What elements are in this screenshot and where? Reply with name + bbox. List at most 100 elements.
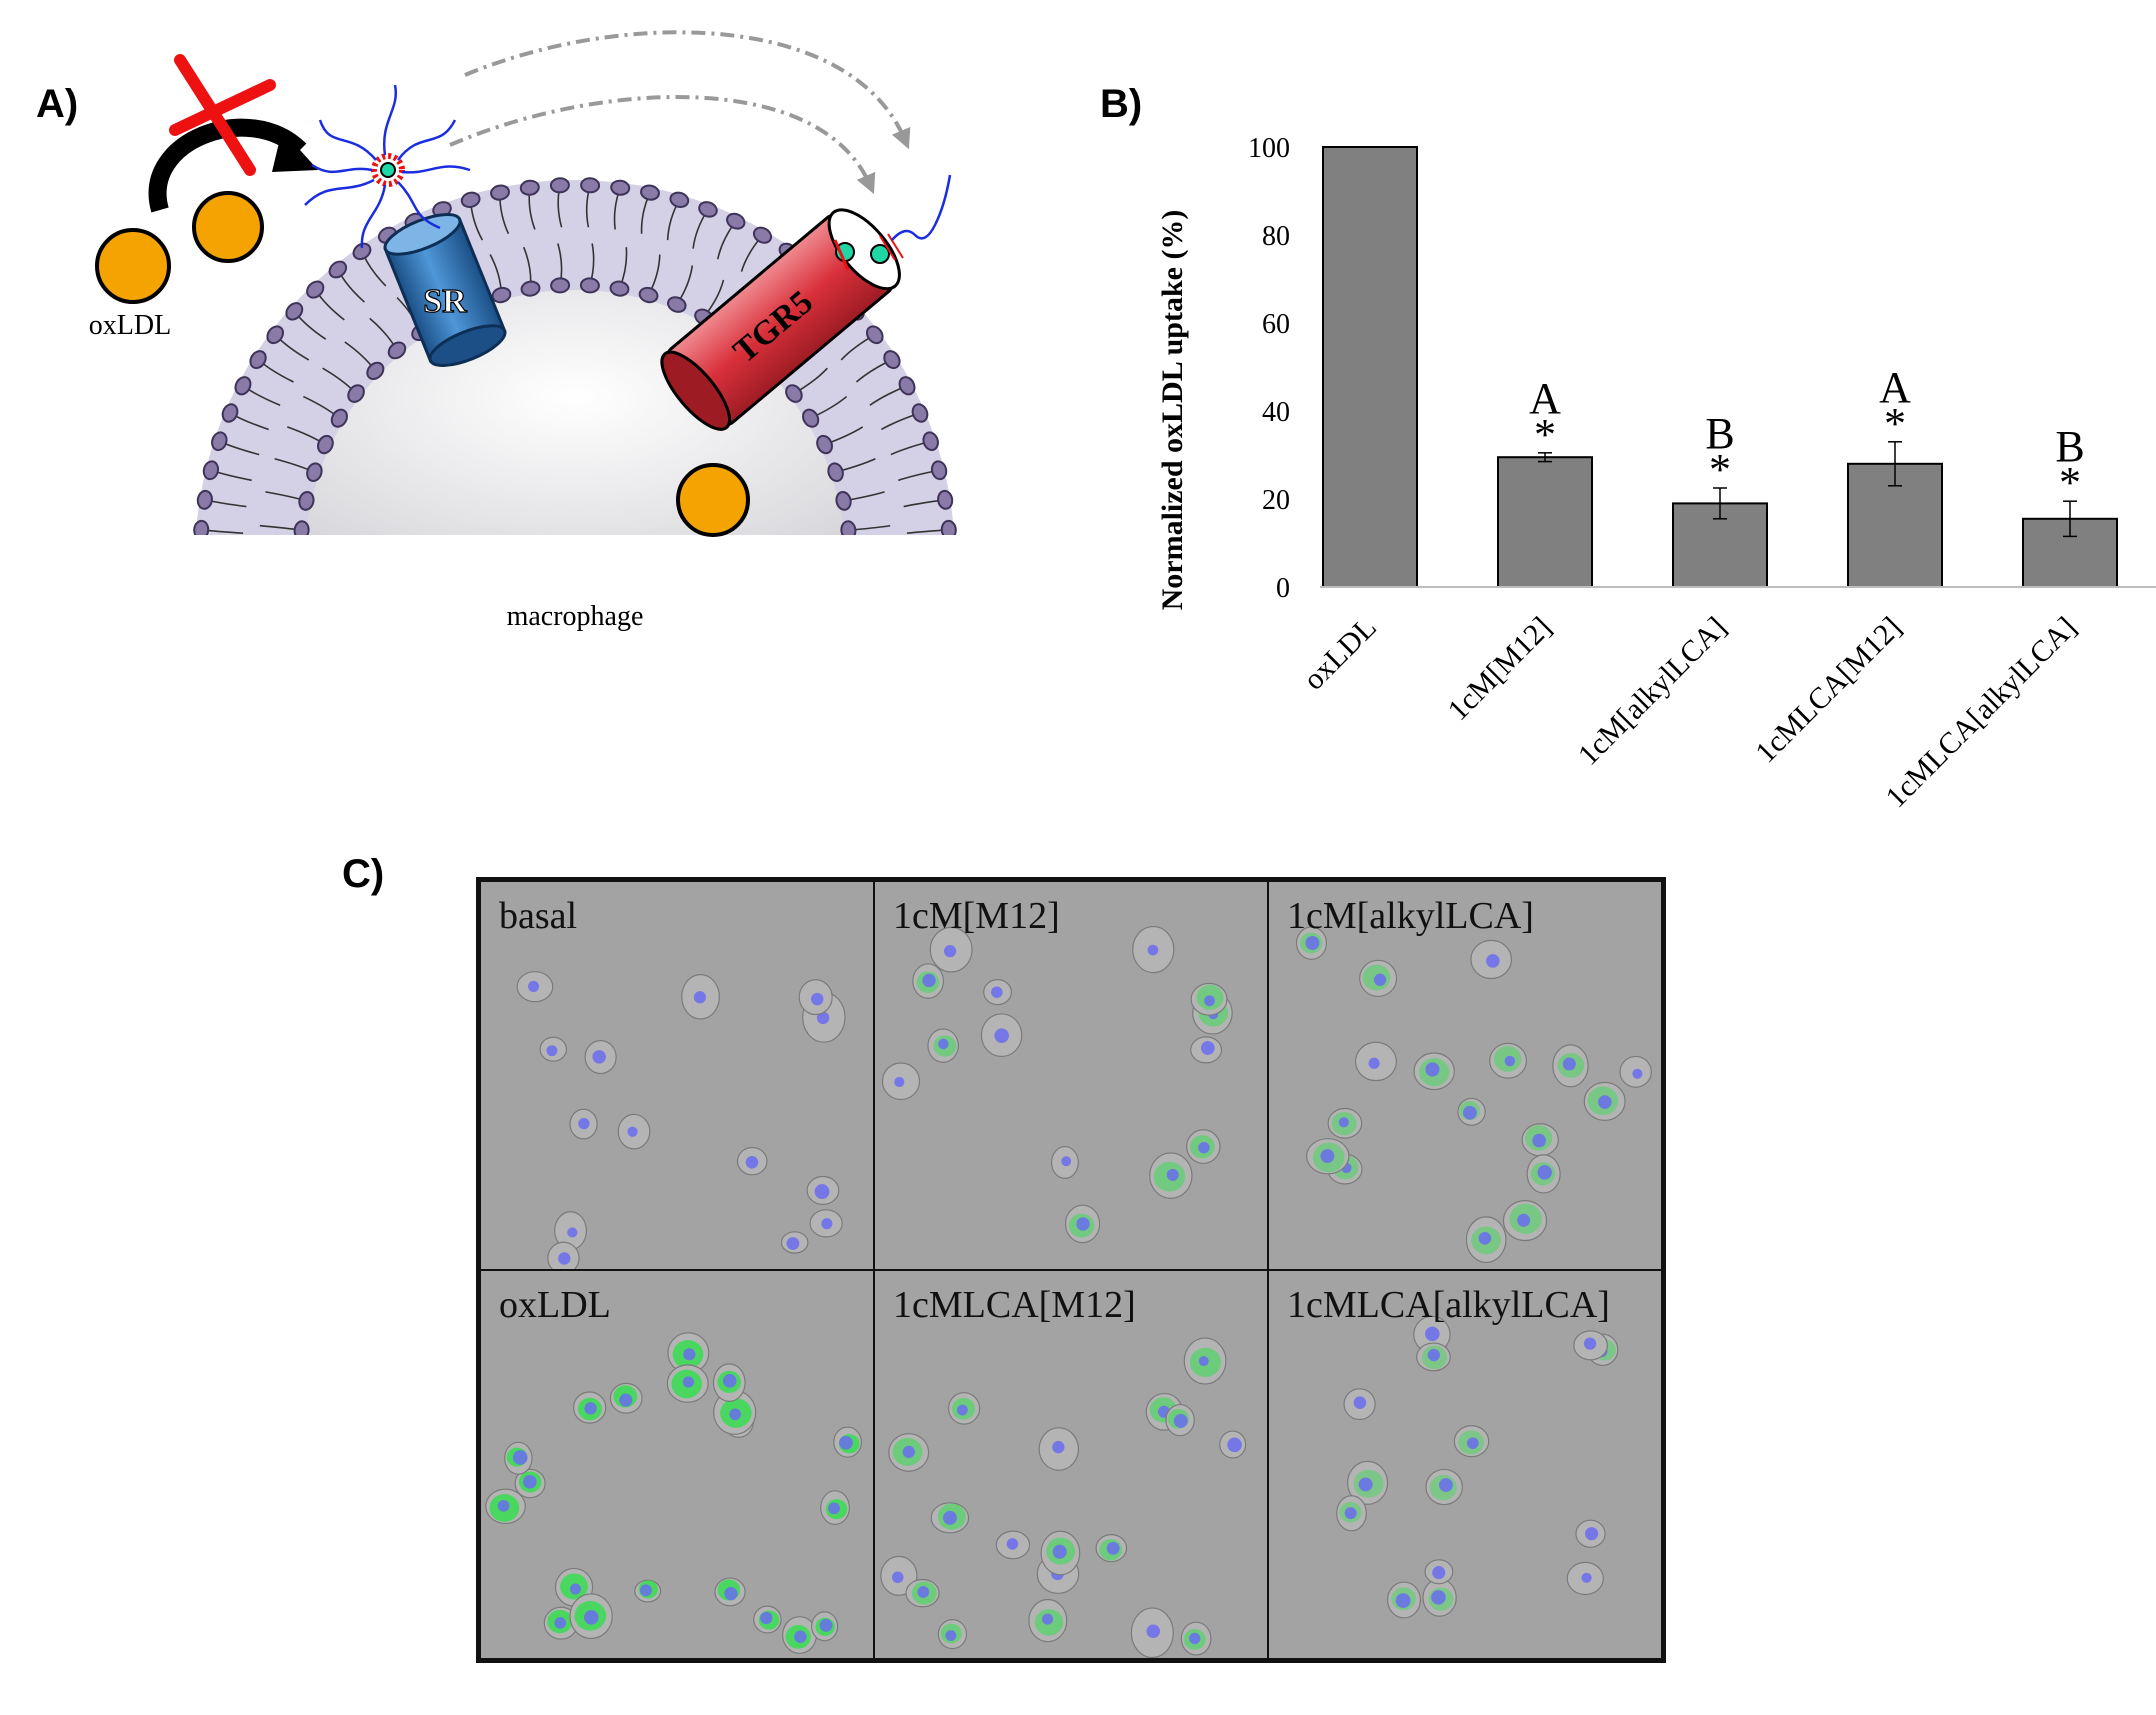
cell-icon	[995, 1530, 1031, 1560]
lipid-head	[328, 260, 348, 279]
significance-star: *	[1534, 410, 1556, 459]
lipid-head	[940, 519, 957, 535]
cell-icon	[782, 1616, 817, 1654]
cell-icon	[881, 1062, 921, 1101]
oxldl-particle-icon	[95, 191, 750, 537]
lipid-head	[550, 277, 571, 294]
bar-chart: Normalized oxLDL uptake (%) 020406080100…	[1156, 133, 2156, 814]
lipid-head	[930, 460, 948, 481]
cell-icon	[1552, 1044, 1589, 1088]
lipid-head	[519, 179, 540, 196]
cell-icon	[780, 1231, 809, 1254]
cell-icon	[806, 1175, 840, 1205]
cell-icon	[1526, 1154, 1561, 1194]
cell-icon	[543, 1606, 579, 1640]
lipid-head	[667, 296, 687, 313]
y-tick-label: 100	[1248, 133, 1290, 164]
cell-icon	[1521, 1123, 1559, 1157]
cell-icon	[1583, 1081, 1626, 1121]
blocked-arrow-icon	[148, 54, 318, 213]
lipid-head	[579, 277, 600, 294]
lipid-head	[387, 341, 407, 360]
y-tick-label: 0	[1276, 573, 1290, 604]
cell-icon	[714, 1577, 746, 1607]
panel-b-letter: B)	[1100, 82, 1143, 126]
transfer-arrow-icon	[449, 30, 911, 195]
cell-icon	[569, 1108, 598, 1140]
cell-icon	[1465, 1216, 1507, 1264]
lipid-head	[193, 519, 210, 535]
cell-icon	[905, 1578, 940, 1608]
lipid-head	[726, 212, 746, 230]
cell-icon	[1190, 1036, 1223, 1064]
cell-icon	[833, 1426, 863, 1458]
cell-icon	[1306, 1138, 1350, 1175]
lipid-head	[306, 462, 323, 483]
lipid-head	[785, 384, 803, 403]
cell-icon	[736, 1146, 768, 1176]
cell-icon	[1186, 1129, 1221, 1164]
lipid-head	[366, 361, 385, 380]
error-bar	[1538, 452, 1552, 463]
cell-icon	[809, 1209, 843, 1238]
cell-icon	[1336, 1495, 1367, 1532]
cell-icon	[547, 1241, 580, 1269]
micrograph-1cm-m12: 1cM[M12]	[875, 882, 1267, 1269]
significance-star: *	[1884, 399, 1906, 448]
cell-icon	[1347, 1460, 1389, 1505]
micrograph-label: 1cMLCA[alkylLCA]	[1287, 1284, 1610, 1326]
cell-image	[1295, 926, 1652, 1264]
cell-icon	[1457, 1097, 1486, 1126]
cell-icon	[1050, 1145, 1079, 1179]
lipid-head	[840, 520, 857, 535]
cell-icon	[1132, 925, 1175, 974]
micrograph-label: basal	[499, 895, 578, 937]
cell-icon	[820, 1490, 850, 1525]
lipid-head	[460, 191, 481, 208]
cell-icon	[1502, 1200, 1548, 1242]
lipid-head	[298, 490, 315, 511]
lipid-head	[249, 350, 267, 370]
cell-icon	[504, 1441, 533, 1475]
cell-icon	[947, 1392, 981, 1425]
cell-icon	[485, 1488, 526, 1525]
panel-a-schematic: SR TGR5 oxLDL macrophage	[89, 30, 957, 632]
micrograph-1cmlca-m12: 1cMLCA[M12]	[875, 1271, 1267, 1658]
scavenger-receptor-icon	[383, 213, 507, 367]
lipid-head	[347, 384, 365, 403]
micrograph-1cmlca-alkyllca: 1cMLCA[alkylLCA]	[1269, 1271, 1661, 1658]
y-tick-label: 60	[1262, 309, 1290, 340]
lipid-head	[234, 376, 252, 396]
micrograph-basal: basal	[481, 882, 873, 1269]
cell-icon	[980, 1013, 1023, 1058]
micelle-icon	[304, 84, 471, 249]
cell-icon	[569, 1593, 613, 1640]
cell-image	[516, 971, 846, 1269]
cell-icon	[1040, 1530, 1081, 1576]
cell-icon	[609, 1382, 643, 1414]
cell-icon	[617, 1113, 651, 1150]
lipid-head	[883, 350, 901, 370]
cell-icon	[1573, 1330, 1609, 1361]
cell-icon	[1489, 1042, 1527, 1079]
lipid-head	[580, 177, 601, 194]
group-letter: B	[2055, 422, 2084, 471]
cell-icon	[1566, 1561, 1604, 1596]
lipid-head	[752, 226, 773, 244]
lipid-head	[638, 286, 659, 304]
cell-icon	[1619, 1055, 1652, 1088]
cell-icon	[912, 963, 945, 999]
cell-icon	[1183, 1337, 1227, 1385]
cell-image	[881, 925, 1233, 1244]
lipid-head	[549, 177, 570, 194]
cell-icon	[1359, 959, 1398, 998]
cell-icon	[712, 1363, 746, 1402]
lipid-head	[827, 462, 844, 483]
panel-c-letter: C)	[342, 852, 385, 896]
lipid-head	[866, 325, 884, 345]
cell-icon	[1422, 1578, 1457, 1617]
lipid-head	[193, 551, 207, 569]
cell-image	[1336, 1315, 1619, 1619]
lipid-head	[937, 489, 954, 510]
significance-star: *	[1709, 445, 1731, 494]
